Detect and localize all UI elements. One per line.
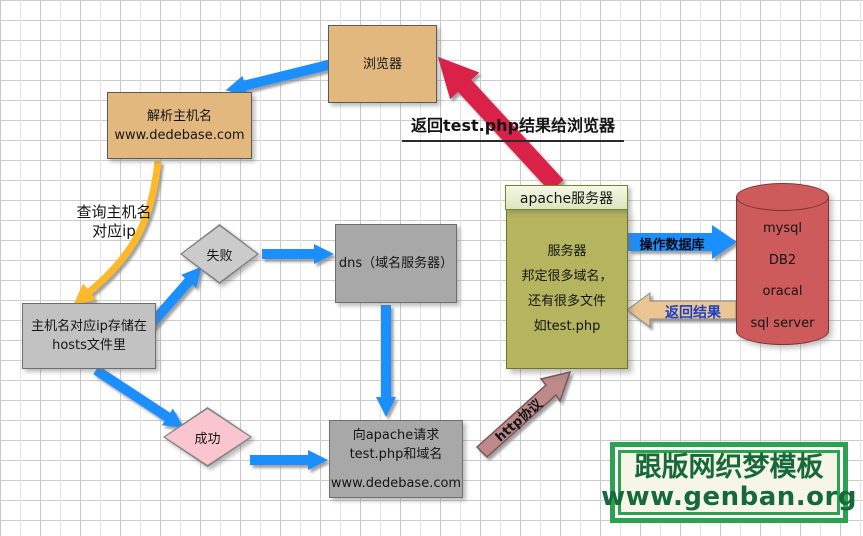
success-diamond: 成功 [163, 407, 252, 467]
hosts-line1: 主机名对应ip存储在 [31, 319, 147, 334]
database-cylinder-top [736, 183, 829, 211]
hosts-line2: hosts文件里 [52, 338, 126, 353]
arrow-database-to-apache [626, 292, 737, 328]
database-cylinder: mysql DB2 oracal sql server [736, 183, 829, 350]
arrow-request-to-apache [475, 370, 572, 459]
resolve-hostname-box: 解析主机名 www.dedebase.com [107, 92, 252, 159]
request-line3: www.dedebase.com [330, 475, 462, 491]
watermark-title: 跟版网织梦模板 [634, 452, 824, 483]
resolve-line1: 解析主机名 [146, 108, 212, 124]
arrow-apache-to-database [628, 225, 737, 259]
database-item-sqlserver: sql server [750, 315, 815, 331]
arrow-hosts-to-success [93, 365, 185, 428]
return-result-to-browser-label: 返回test.php结果给浏览器 [402, 112, 624, 142]
database-list: mysql DB2 oracal sql server [736, 213, 829, 339]
dns-label: dns（域名服务器） [338, 256, 454, 271]
browser-box: 浏览器 [328, 25, 437, 103]
fail-label: 失败 [206, 248, 233, 264]
database-item-db2: DB2 [768, 252, 797, 268]
database-item-mysql: mysql [763, 221, 802, 236]
query-hostname-label: 查询主机名 对应ip [58, 203, 170, 241]
success-diamond-fill: 成功 [165, 409, 250, 465]
watermark-box: 跟版网织梦模板 www.genban.org [601, 442, 856, 523]
apache-line3: 还有很多文件 [527, 294, 606, 309]
request-line2: test.php和域名 [349, 446, 443, 462]
operate-database-label: 操作数据库 [639, 238, 705, 253]
fail-diamond: 失败 [180, 224, 259, 284]
apache-line4: 如test.php [533, 319, 601, 334]
request-line1: 向apache请求 [352, 427, 440, 443]
apache-line2: 邦定很多域名， [521, 269, 613, 284]
query-label-line2: 对应ip [92, 222, 136, 240]
query-label-line1: 查询主机名 [76, 203, 152, 221]
apache-server-box: 服务器 邦定很多域名， 还有很多文件 如test.php [506, 209, 628, 369]
apache-header-label: apache服务器 [519, 190, 614, 207]
return-result-label: 返回结果 [665, 305, 721, 321]
database-cylinder-body [736, 197, 829, 345]
fail-diamond-fill: 失败 [182, 226, 257, 282]
apache-line1: 服务器 [547, 244, 587, 259]
arrow-browser-to-resolve [225, 59, 334, 96]
database-item-oracal: oracal [762, 284, 803, 299]
watermark-url: www.genban.org [601, 482, 857, 512]
apache-server-header: apache服务器 [505, 185, 628, 210]
success-label: 成功 [194, 431, 221, 447]
arrow-resolve-to-hosts [73, 160, 162, 305]
browser-label: 浏览器 [362, 56, 402, 72]
dns-box: dns（域名服务器） [335, 224, 457, 303]
watermark-inner: 跟版网织梦模板 www.genban.org [601, 450, 856, 515]
arrow-apache-to-browser [437, 56, 564, 193]
resolve-line2: www.dedebase.com [114, 127, 245, 143]
hosts-file-box: 主机名对应ip存储在 hosts文件里 [22, 303, 156, 369]
apache-request-box: 向apache请求 test.php和域名 www.dedebase.com [329, 420, 463, 498]
